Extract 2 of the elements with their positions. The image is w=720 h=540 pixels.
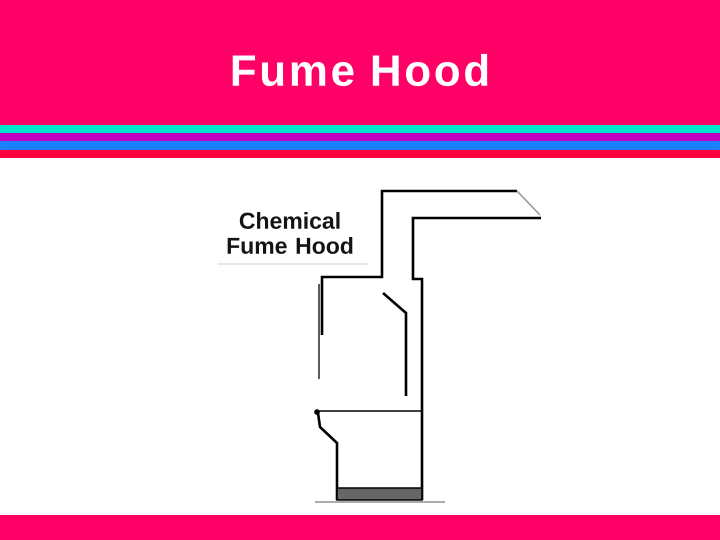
hood-label: Chemical Fume Hood: [228, 212, 352, 254]
title: Fume Hood: [232, 54, 488, 86]
